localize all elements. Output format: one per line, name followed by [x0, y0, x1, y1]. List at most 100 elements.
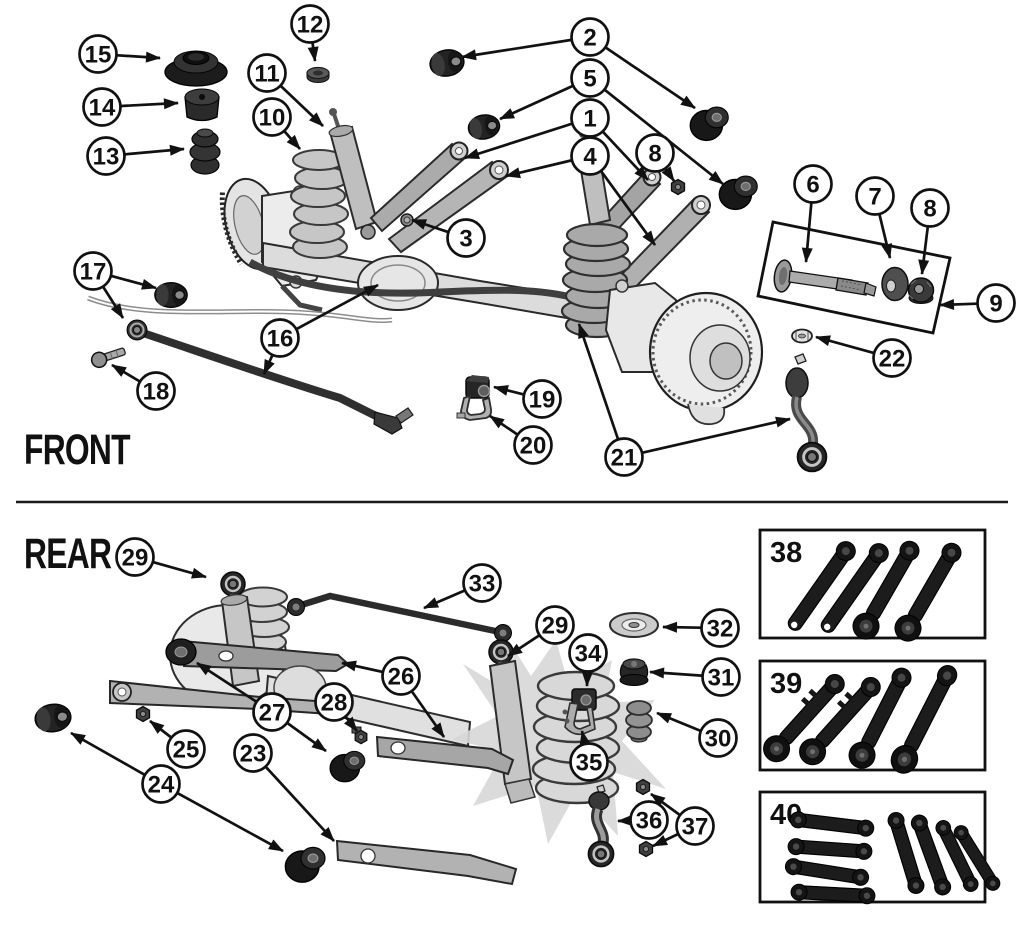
callout-arrow-6 — [801, 203, 813, 263]
svg-text:31: 31 — [708, 665, 735, 692]
callout-arrow-31 — [649, 667, 702, 679]
callout-16: 16 — [260, 318, 300, 358]
callout-17: 17 — [73, 251, 113, 291]
callout-arrow-16 — [262, 355, 275, 375]
svg-text:11: 11 — [254, 61, 279, 88]
sway-bar-bushing-19 — [465, 375, 491, 399]
svg-text:35: 35 — [576, 750, 603, 777]
callout-18: 18 — [136, 371, 176, 411]
nut-part-37b — [638, 840, 654, 858]
bump-stop-part-30 — [625, 700, 653, 743]
svg-text:17: 17 — [80, 259, 107, 286]
svg-text:4: 4 — [583, 144, 597, 171]
svg-text:15: 15 — [85, 42, 112, 69]
callout-arrow-17 — [111, 274, 157, 290]
callout-arrow-37 — [650, 792, 680, 816]
callout-arrow-3 — [411, 218, 448, 234]
kit-box-40: 40 — [758, 790, 1004, 905]
nut-part-37a — [635, 778, 651, 796]
callout-arrow-33 — [423, 589, 465, 610]
callout-arrow-14 — [121, 98, 179, 110]
callout-32: 32 — [700, 608, 740, 648]
callout-24: 24 — [141, 764, 181, 804]
svg-text:14: 14 — [89, 95, 116, 122]
callout-13: 13 — [86, 136, 126, 176]
callout-arrow-8 — [918, 227, 930, 275]
callout-arrow-1 — [602, 131, 649, 181]
front-axle-illustration — [87, 46, 952, 473]
callout-27: 27 — [252, 692, 292, 732]
svg-text:8: 8 — [923, 196, 936, 223]
callout-arrow-27 — [287, 722, 327, 753]
kit-box-38: 38 — [758, 528, 987, 647]
svg-text:37: 37 — [682, 814, 709, 841]
svg-text:20: 20 — [520, 433, 547, 460]
callout-arrow-7 — [878, 214, 893, 259]
svg-text:33: 33 — [469, 571, 496, 598]
sway-bar-bracket-35 — [562, 702, 596, 736]
rear-axle-illustration — [32, 570, 666, 886]
callout-8: 8 — [635, 133, 675, 173]
callout-28: 28 — [314, 682, 354, 722]
svg-text:5: 5 — [583, 66, 596, 93]
callout-arrow-32 — [662, 621, 701, 633]
svg-text:22: 22 — [879, 346, 906, 373]
callout-arrow-13 — [125, 144, 185, 156]
front-diff-cover — [370, 264, 426, 302]
callout-arrow-25 — [149, 719, 172, 739]
callout-3: 3 — [446, 218, 486, 258]
callout-arrow-16 — [296, 283, 379, 330]
svg-text:8: 8 — [648, 141, 661, 168]
svg-text:18: 18 — [143, 379, 170, 406]
svg-text:19: 19 — [529, 387, 556, 414]
callout-20: 20 — [513, 425, 553, 465]
callout-arrow-29 — [153, 561, 207, 579]
front-upper-control-arm-left — [369, 141, 469, 233]
callout-arrow-11 — [280, 85, 324, 127]
callout-30: 30 — [698, 718, 738, 758]
callout-1: 1 — [570, 98, 610, 138]
svg-text:23: 23 — [240, 741, 267, 768]
svg-text:24: 24 — [148, 772, 175, 799]
callout-arrow-35 — [579, 730, 591, 746]
svg-text:27: 27 — [259, 700, 286, 727]
callout-22: 22 — [872, 338, 912, 378]
callout-arrow-21 — [642, 416, 791, 454]
svg-text:29: 29 — [122, 545, 149, 572]
callout-arrow-26 — [341, 660, 383, 674]
sway-bar-bracket-20 — [456, 394, 493, 421]
bump-stop-part-13 — [189, 128, 221, 175]
svg-text:36: 36 — [636, 808, 663, 835]
callout-26: 26 — [381, 656, 421, 696]
callout-arrow-5 — [499, 84, 573, 121]
svg-text:3: 3 — [459, 226, 472, 253]
svg-text:1: 1 — [583, 106, 596, 133]
spring-isolator-part-15 — [164, 50, 228, 87]
callout-2: 2 — [570, 17, 610, 57]
front-right-rotor — [648, 291, 764, 426]
callout-arrow-29 — [507, 634, 540, 658]
sway-bar-link-front — [785, 353, 828, 473]
bushing-part-2b — [689, 106, 729, 142]
svg-text:28: 28 — [321, 690, 348, 717]
bushing-part-2a — [427, 46, 467, 80]
callout-21: 21 — [604, 437, 644, 477]
callout-4: 4 — [570, 136, 610, 176]
callout-arrow-20 — [489, 414, 518, 436]
svg-text:7: 7 — [868, 184, 881, 211]
bushing-part-24b — [284, 846, 326, 883]
nut-part-8a — [670, 178, 686, 196]
callout-arrow-24 — [70, 731, 145, 776]
callout-14: 14 — [82, 87, 122, 127]
callout-31: 31 — [701, 657, 741, 697]
callout-arrow-2 — [461, 38, 571, 61]
callout-25: 25 — [166, 729, 206, 769]
svg-text:10: 10 — [259, 105, 286, 132]
bushing-part-27 — [329, 750, 366, 783]
washer-part-7 — [881, 266, 909, 302]
svg-text:2: 2 — [583, 25, 596, 52]
rear-section-label: REAR — [24, 530, 112, 578]
svg-text:26: 26 — [388, 664, 415, 691]
svg-text:32: 32 — [707, 616, 734, 643]
